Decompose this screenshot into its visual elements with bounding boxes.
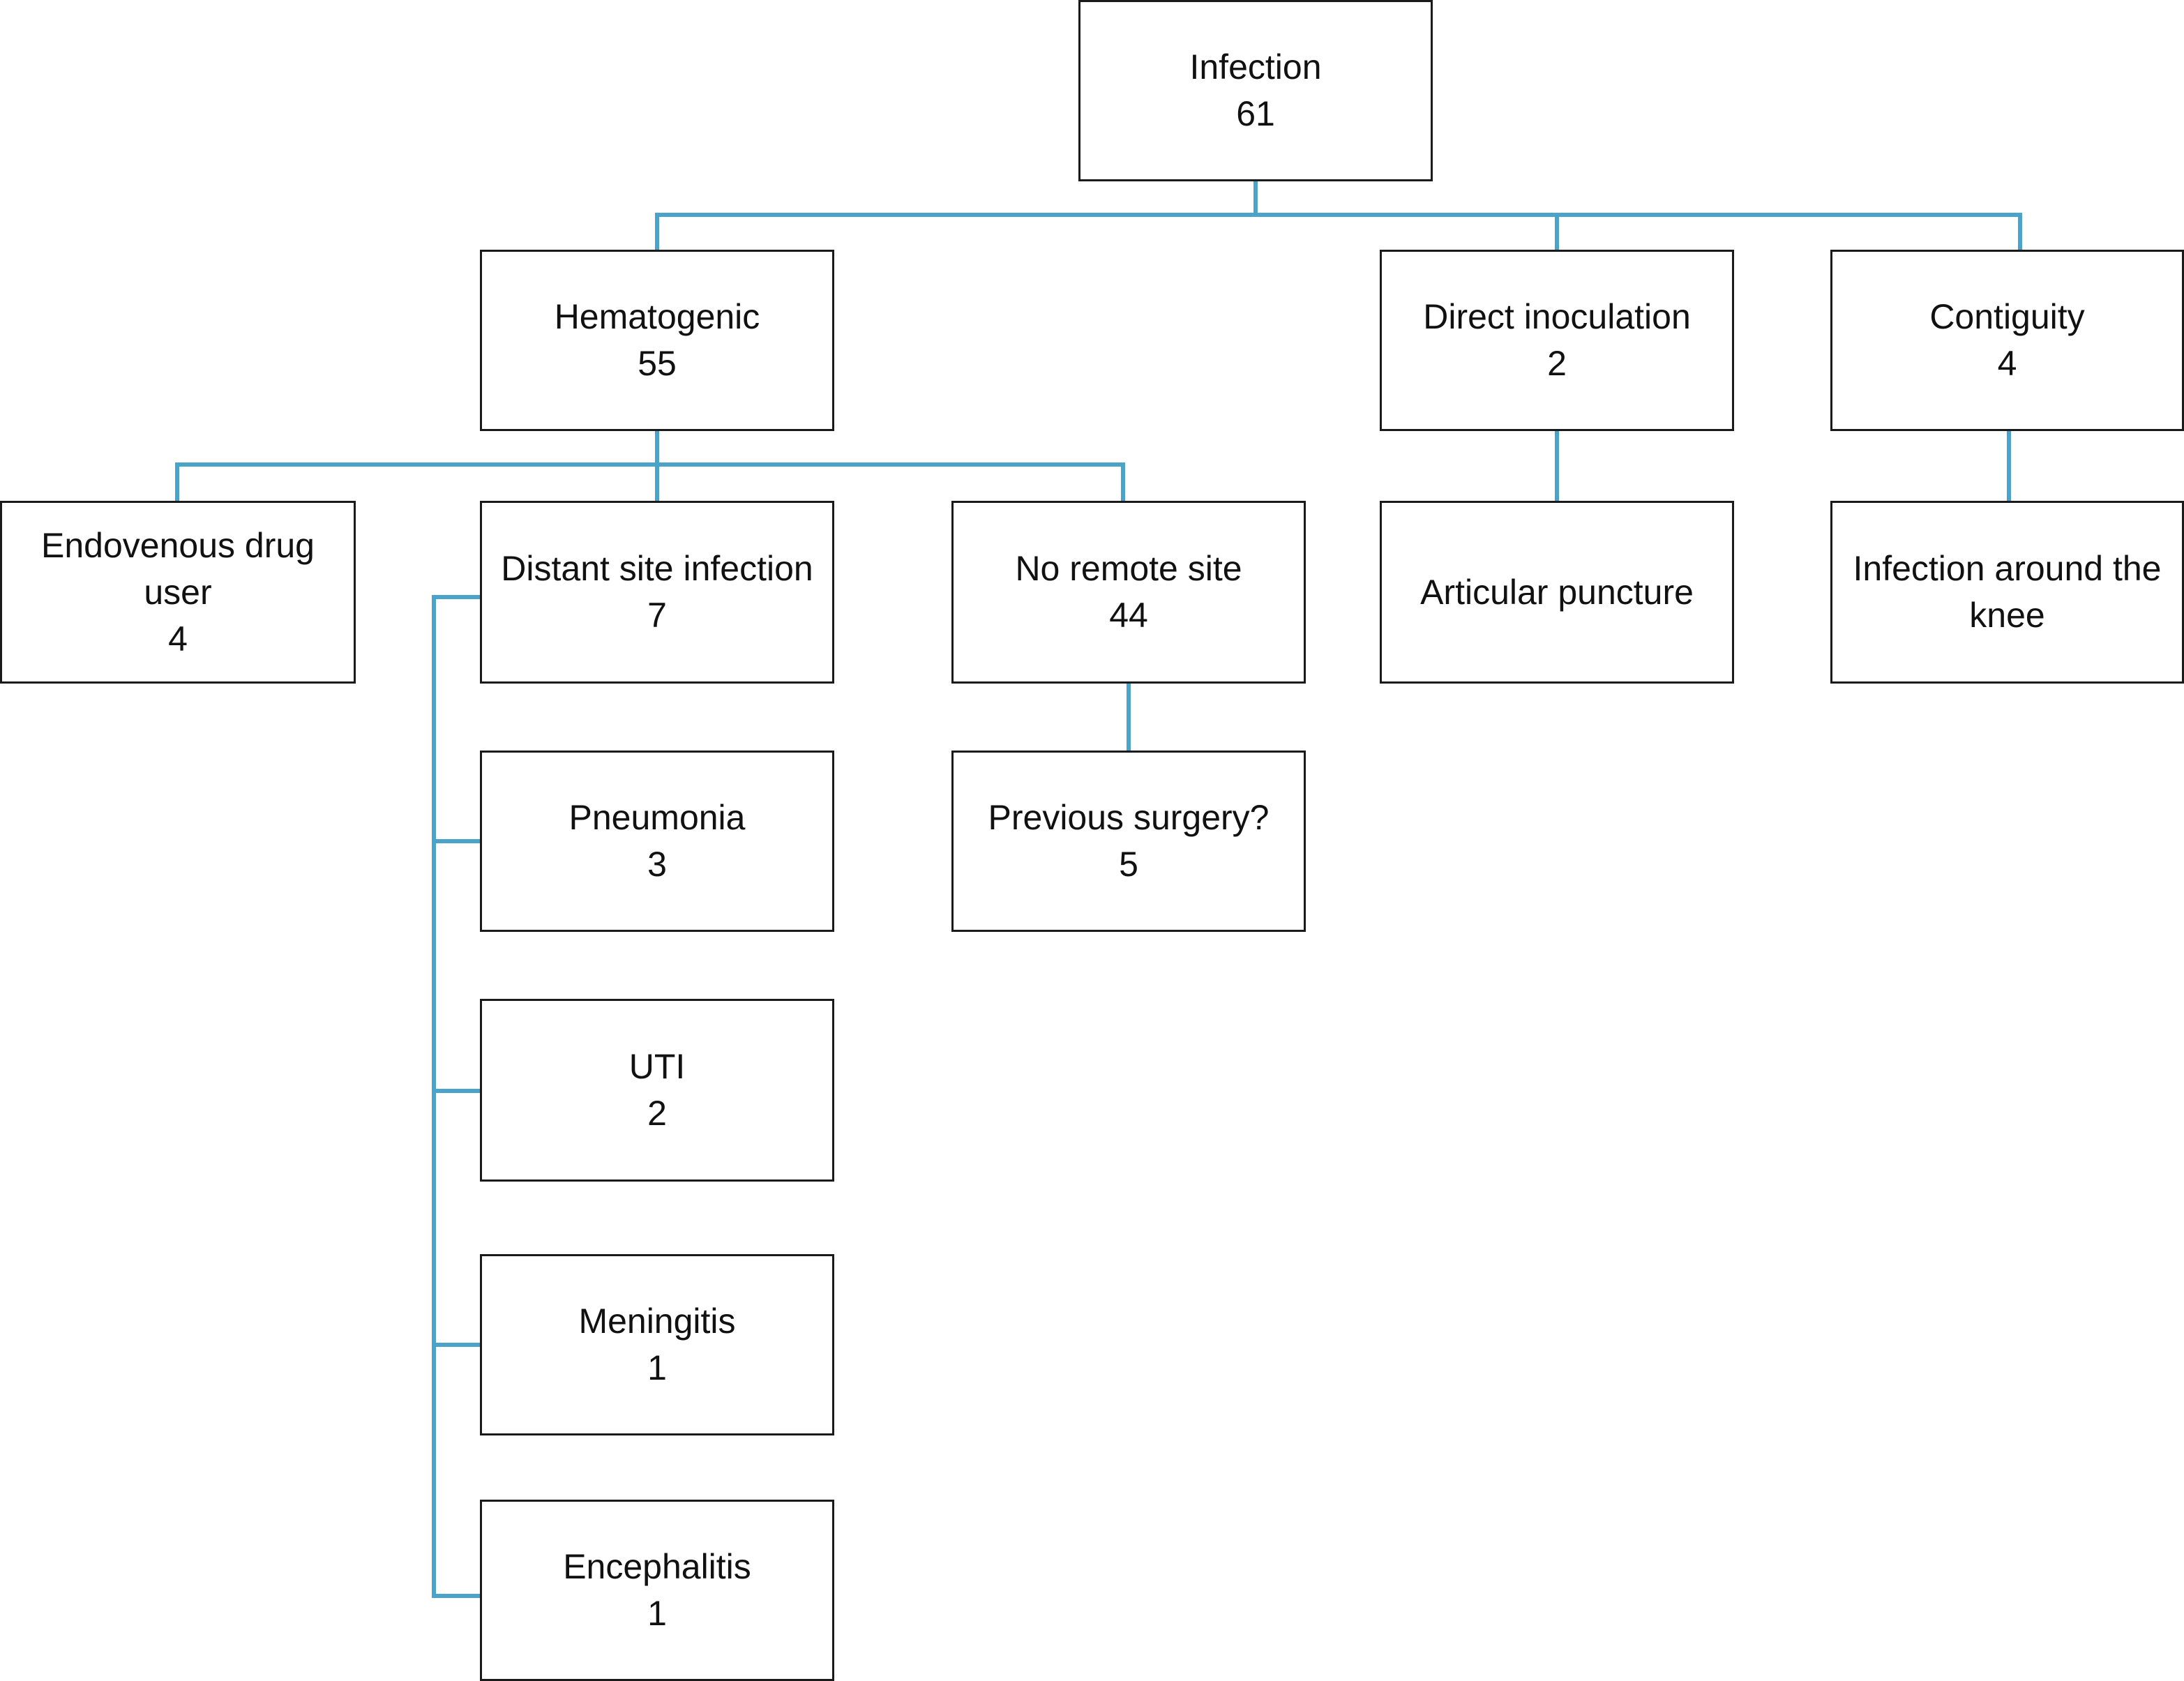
node-count: 61 xyxy=(1236,94,1275,133)
node-count: 4 xyxy=(1997,344,2017,383)
node-label: Infection xyxy=(1189,47,1322,86)
node-distant-site-infection: Distant site infection 7 xyxy=(480,501,834,684)
node-count: 1 xyxy=(647,1348,667,1387)
node-infection-around-knee: Infection around the knee xyxy=(1830,501,2184,684)
node-hematogenic: Hematogenic 55 xyxy=(480,250,834,431)
node-contiguity: Contiguity 4 xyxy=(1830,250,2184,431)
node-label: Previous surgery? xyxy=(988,798,1270,837)
node-label-line1: Endovenous drug xyxy=(41,525,315,565)
node-count: 7 xyxy=(647,596,667,635)
node-infection: Infection 61 xyxy=(1078,0,1433,181)
node-count: 3 xyxy=(647,845,667,884)
node-label: Meningitis xyxy=(578,1302,736,1341)
node-label: Encephalitis xyxy=(563,1547,751,1586)
node-count: 1 xyxy=(647,1594,667,1633)
node-uti: UTI 2 xyxy=(480,999,834,1182)
node-label: UTI xyxy=(628,1047,686,1086)
node-label: Articular puncture xyxy=(1420,572,1694,612)
node-direct-inoculation: Direct inoculation 2 xyxy=(1380,250,1734,431)
node-label: Hematogenic xyxy=(554,297,760,336)
node-count: 2 xyxy=(1547,344,1567,383)
node-label: Pneumonia xyxy=(568,798,746,837)
node-count: 2 xyxy=(647,1094,667,1133)
node-label: No remote site xyxy=(1015,549,1242,588)
node-label-line2: knee xyxy=(1969,596,2045,635)
node-count: 55 xyxy=(638,344,677,383)
node-count: 4 xyxy=(168,619,188,658)
node-label: Distant site infection xyxy=(501,549,813,588)
node-endovenous-drug-user: Endovenous drug user 4 xyxy=(0,501,356,684)
node-previous-surgery: Previous surgery? 5 xyxy=(951,751,1306,932)
node-label-line2: user xyxy=(144,572,212,612)
node-label: Direct inoculation xyxy=(1423,297,1691,336)
node-no-remote-site: No remote site 44 xyxy=(951,501,1306,684)
node-articular-puncture: Articular puncture xyxy=(1380,501,1734,684)
node-label: Contiguity xyxy=(1929,297,2085,336)
node-label-line1: Infection around the xyxy=(1853,549,2162,588)
node-pneumonia: Pneumonia 3 xyxy=(480,751,834,932)
node-encephalitis: Encephalitis 1 xyxy=(480,1500,834,1681)
node-meningitis: Meningitis 1 xyxy=(480,1254,834,1435)
node-count: 5 xyxy=(1119,845,1138,884)
node-count: 44 xyxy=(1109,596,1148,635)
